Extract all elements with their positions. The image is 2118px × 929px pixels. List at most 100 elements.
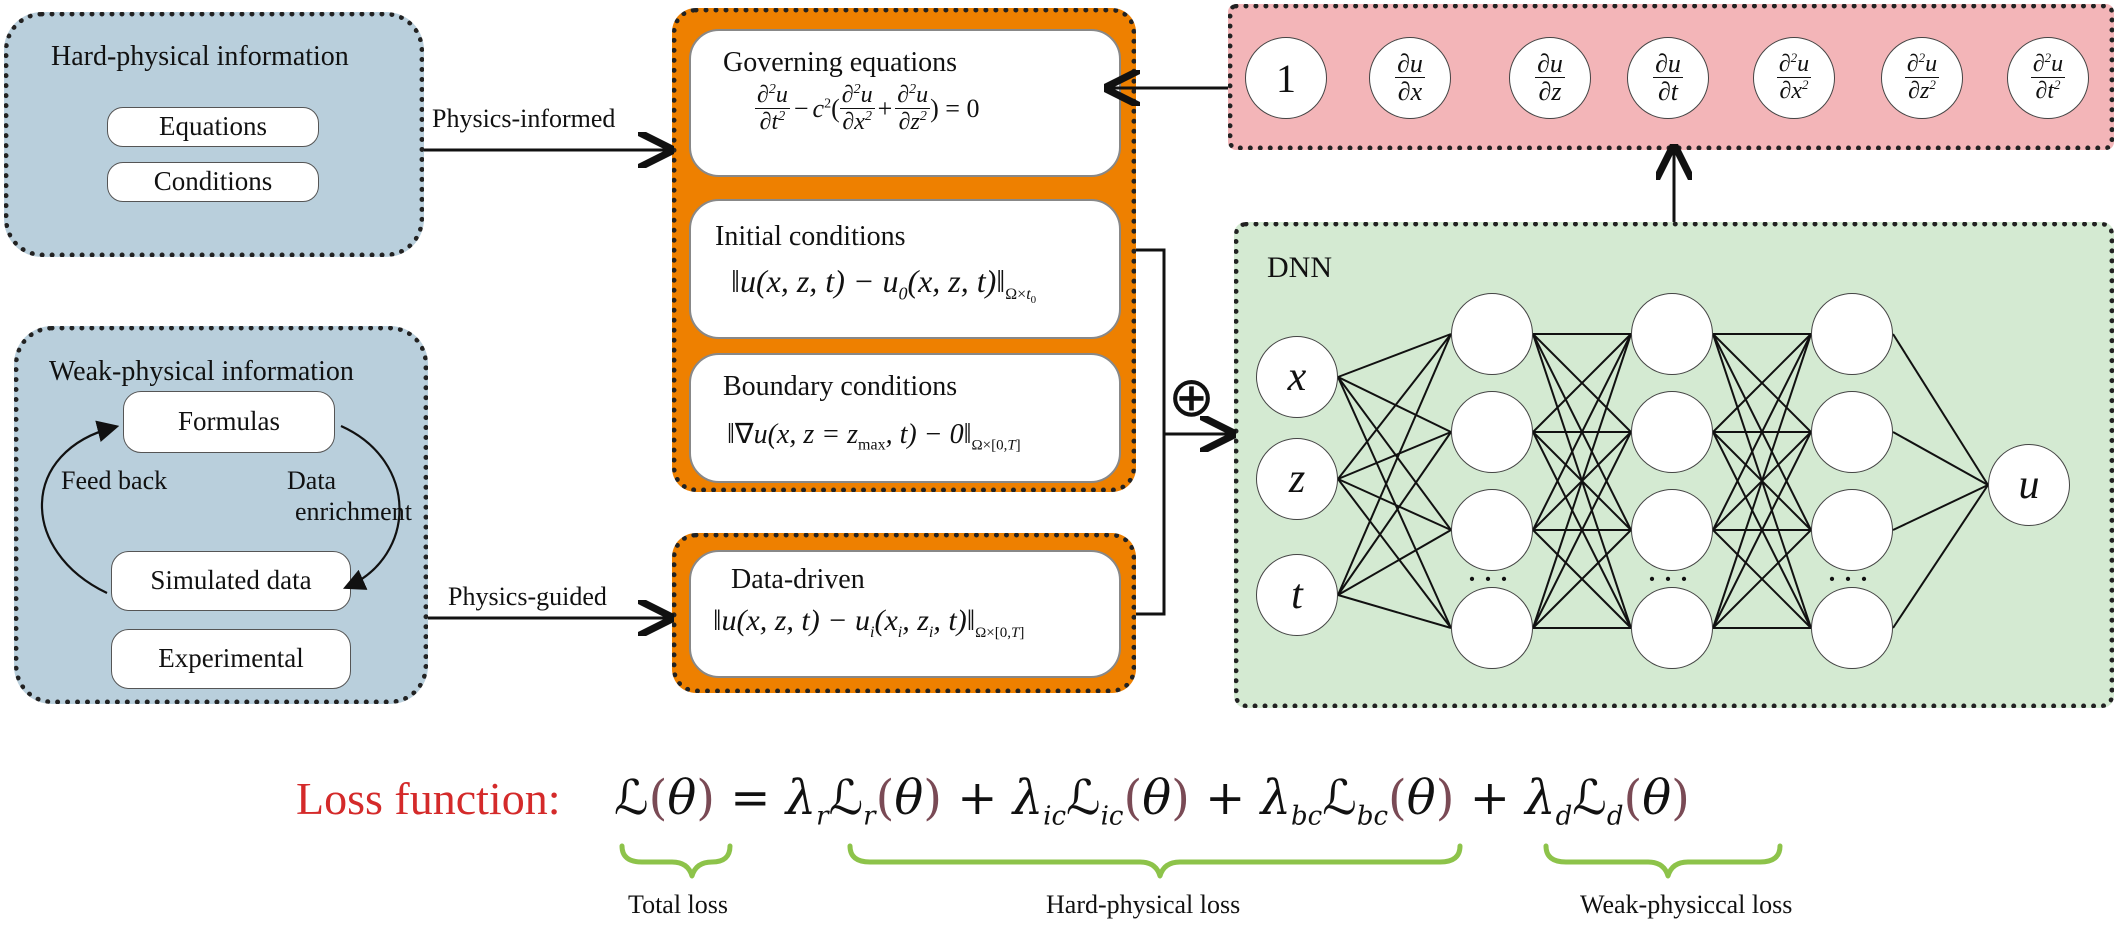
total-loss-label: Total loss	[628, 890, 729, 919]
hidden-node	[1811, 293, 1893, 375]
hidden-node	[1451, 587, 1533, 669]
feedback-label: Feed back	[61, 466, 168, 495]
dnn-edge	[1337, 333, 1452, 596]
boundary-conditions-title: Boundary conditions	[723, 371, 958, 402]
output-node-u-label: u	[2018, 462, 2040, 508]
dnn-edge	[1337, 478, 1452, 629]
dnn-edge	[1532, 333, 1632, 629]
dnn-edge	[1532, 529, 1632, 629]
data-enrichment-label-2: enrichment	[295, 497, 412, 526]
data-driven-title: Data-driven	[731, 564, 865, 595]
data-enrichment-label-1: Data	[287, 466, 337, 495]
input-node-x: x	[1256, 336, 1338, 418]
dnn-edge	[1337, 478, 1452, 531]
weak-physical-panel: Weak-physical information Formulas Feed …	[14, 326, 428, 704]
dnn-edge	[1532, 431, 1632, 629]
loss-function-label: Loss function:	[296, 773, 561, 824]
input-node-z: z	[1256, 438, 1338, 520]
dnn-edge	[1532, 333, 1632, 433]
du-dt-node: ∂u∂t	[1627, 37, 1709, 119]
boundary-conditions-formula: ‖∇u(x, z = zmax, t) − 0‖Ω×[0,T]	[727, 419, 1021, 454]
hidden-node	[1451, 489, 1533, 571]
dnn-edge	[1892, 484, 1989, 629]
governing-equations-title: Governing equations	[723, 47, 958, 78]
dnn-edge	[1712, 333, 1812, 629]
data-driven-panel: Data-driven ‖u(x, z, t) − ui(xi, zi, t)‖…	[672, 533, 1136, 693]
hidden-node	[1811, 391, 1893, 473]
dnn-edge	[1337, 529, 1452, 596]
feedback-cycle-arrows	[40, 420, 401, 594]
initial-conditions-title: Initial conditions	[715, 221, 906, 252]
dnn-edge	[1337, 594, 1452, 629]
dnn-edge	[1892, 484, 1989, 531]
physics-informed-label: Physics-informed	[432, 104, 616, 133]
wave-equation-rhs: ) = 0	[930, 94, 980, 124]
wave-equation: ∂2u∂t2 − c2( ∂2u∂x2 + ∂2u∂z2 ) = 0	[755, 82, 980, 136]
du-dx-node: ∂u∂x	[1369, 37, 1451, 119]
hard-physical-title: Hard-physical information	[51, 41, 349, 72]
weak-loss-brace	[1543, 843, 1783, 879]
output-node-u: u	[1988, 444, 2070, 526]
input-node-z-label: z	[1288, 456, 1306, 502]
experimental-box: Experimental	[111, 629, 351, 689]
data-driven-formula: ‖u(x, z, t) − ui(xi, zi, t)‖Ω×[0,T]	[713, 604, 1025, 641]
dnn-edge	[1712, 333, 1812, 531]
physics-loss-panel: Governing equations ∂2u∂t2 − c2( ∂2u∂x2 …	[672, 8, 1136, 492]
hidden-node	[1631, 391, 1713, 473]
hard-physical-loss-label: Hard-physical loss	[1046, 890, 1241, 919]
dnn-edge	[1712, 529, 1812, 629]
simulated-data-box: Simulated data	[111, 551, 351, 611]
hidden-node	[1451, 391, 1533, 473]
dnn-title: DNN	[1267, 251, 1332, 284]
hidden-node	[1811, 587, 1893, 669]
input-node-t-label: t	[1291, 572, 1303, 618]
ellipsis: ···	[1646, 559, 1694, 599]
input-node-x-label: x	[1287, 354, 1307, 400]
d2u-dt2-node: ∂2u∂t2	[2007, 37, 2089, 119]
hard-loss-brace	[847, 843, 1463, 879]
du-dz-node: ∂u∂z	[1509, 37, 1591, 119]
dnn-edge	[1532, 333, 1632, 531]
dnn-edge	[1337, 376, 1452, 433]
ellipsis: ···	[1826, 559, 1874, 599]
initial-conditions-card: Initial conditions ‖u(x, z, t) − u0(x, z…	[689, 199, 1121, 339]
dnn-edge	[1337, 376, 1452, 629]
constant-one-label: 1	[1276, 55, 1296, 101]
hidden-node	[1451, 293, 1533, 375]
initial-conditions-formula: ‖u(x, z, t) − u0(x, z, t)‖Ω×t0	[731, 263, 1037, 307]
weak-physical-title: Weak-physical information	[49, 356, 354, 387]
dnn-edge	[1337, 376, 1452, 531]
ellipsis: ···	[1466, 559, 1514, 599]
hard-physical-panel: Hard-physical information Equations Cond…	[4, 12, 424, 257]
hidden-node	[1631, 293, 1713, 375]
dnn-edge	[1337, 431, 1452, 596]
dnn-edge	[1892, 431, 1989, 486]
data-driven-card: Data-driven ‖u(x, z, t) − ui(xi, zi, t)‖…	[689, 550, 1121, 678]
total-loss-brace	[619, 843, 733, 879]
oplus-icon: ⊕	[1168, 365, 1215, 430]
dnn-edge	[1712, 333, 1812, 433]
physics-guided-label: Physics-guided	[448, 582, 607, 611]
dnn-edge	[1337, 333, 1452, 480]
formulas-box: Formulas	[123, 391, 335, 453]
dnn-edge	[1337, 431, 1452, 480]
d2u-dz2-node: ∂2u∂z2	[1881, 37, 1963, 119]
d2u-dx2-node: ∂2u∂x2	[1753, 37, 1835, 119]
constant-one-node: 1	[1245, 37, 1327, 119]
dnn-edge	[1892, 333, 1989, 486]
conditions-box: Conditions	[107, 162, 319, 202]
boundary-conditions-card: Boundary conditions ‖∇u(x, z = zmax, t) …	[689, 353, 1121, 483]
dnn-edge	[1337, 333, 1452, 378]
dnn-edge	[1712, 431, 1812, 629]
hidden-node	[1631, 587, 1713, 669]
equations-box: Equations	[107, 107, 319, 147]
hidden-node	[1811, 489, 1893, 571]
hidden-node	[1631, 489, 1713, 571]
loss-function-equation: ℒ(θ) = λrℒr(θ) + λicℒic(θ) + λbcℒbc(θ) +…	[614, 770, 1690, 832]
derivative-bar: 1 ∂u∂x ∂u∂z ∂u∂t ∂2u∂x2 ∂2u∂z2 ∂2u∂t2	[1228, 4, 2114, 150]
weak-physical-loss-label: Weak-physiccal loss	[1580, 890, 1793, 919]
input-node-t: t	[1256, 554, 1338, 636]
